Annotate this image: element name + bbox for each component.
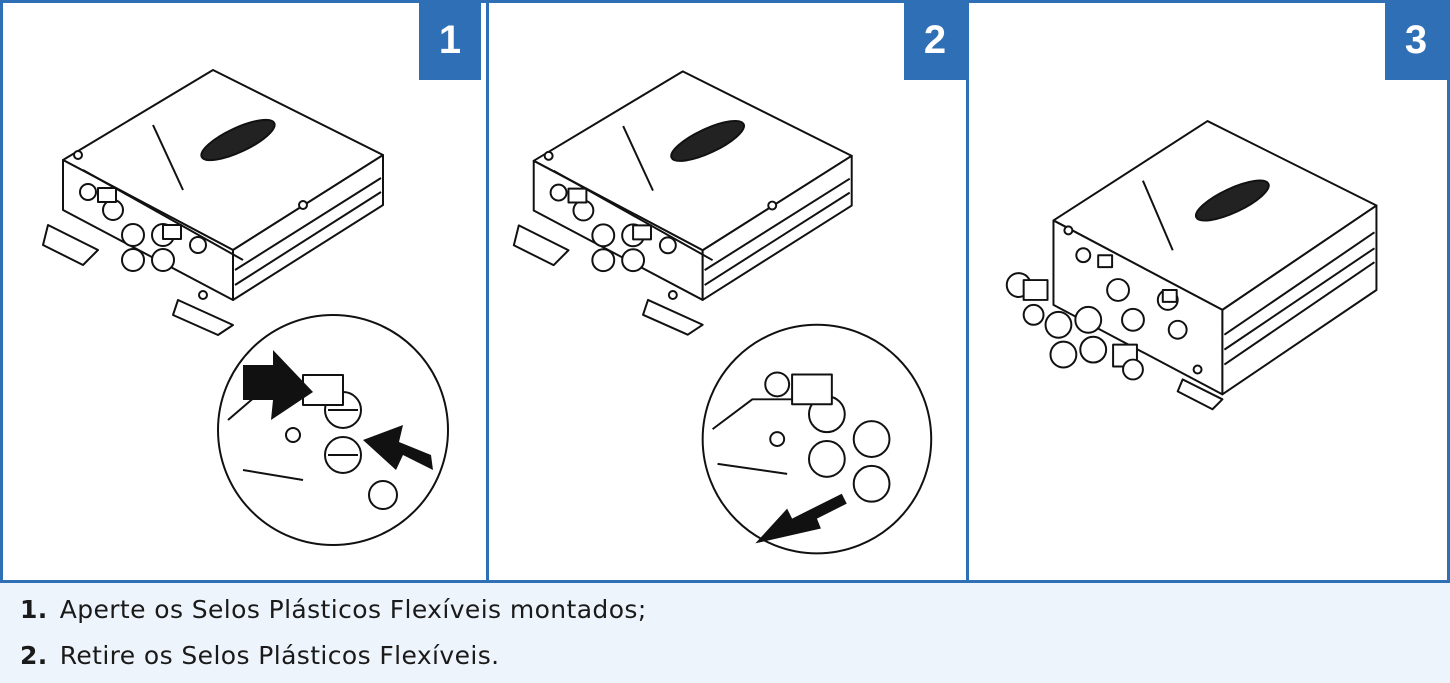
panel-1: 1 <box>3 0 486 580</box>
step-number: 2. <box>20 641 48 670</box>
panel-3: 3 <box>966 0 1447 580</box>
panels-row: 1 <box>3 0 1447 580</box>
amplifier-with-seals-pressing-icon <box>42 69 449 546</box>
step-badge: 2 <box>904 0 966 80</box>
step-text: Aperte os Selos Plásticos Flexíveis mont… <box>59 595 647 624</box>
step-1: 1. Aperte os Selos Plásticos Flexíveis mo… <box>20 595 647 624</box>
amplifier-with-seals-removing-icon <box>512 70 933 555</box>
step-2: 2. Retire os Selos Plásticos Flexíveis. <box>20 641 500 670</box>
step-text: Retire os Selos Plásticos Flexíveis. <box>59 641 500 670</box>
amplifier-without-seals-icon <box>1005 120 1378 411</box>
panel-2: 2 <box>486 0 966 580</box>
section-divider <box>0 580 1450 583</box>
instruction-steps: 1. Aperte os Selos Plásticos Flexíveis mo… <box>0 583 1450 683</box>
step-badge: 3 <box>1385 0 1447 80</box>
step-badge: 1 <box>419 0 481 80</box>
step-number: 1. <box>20 595 48 624</box>
